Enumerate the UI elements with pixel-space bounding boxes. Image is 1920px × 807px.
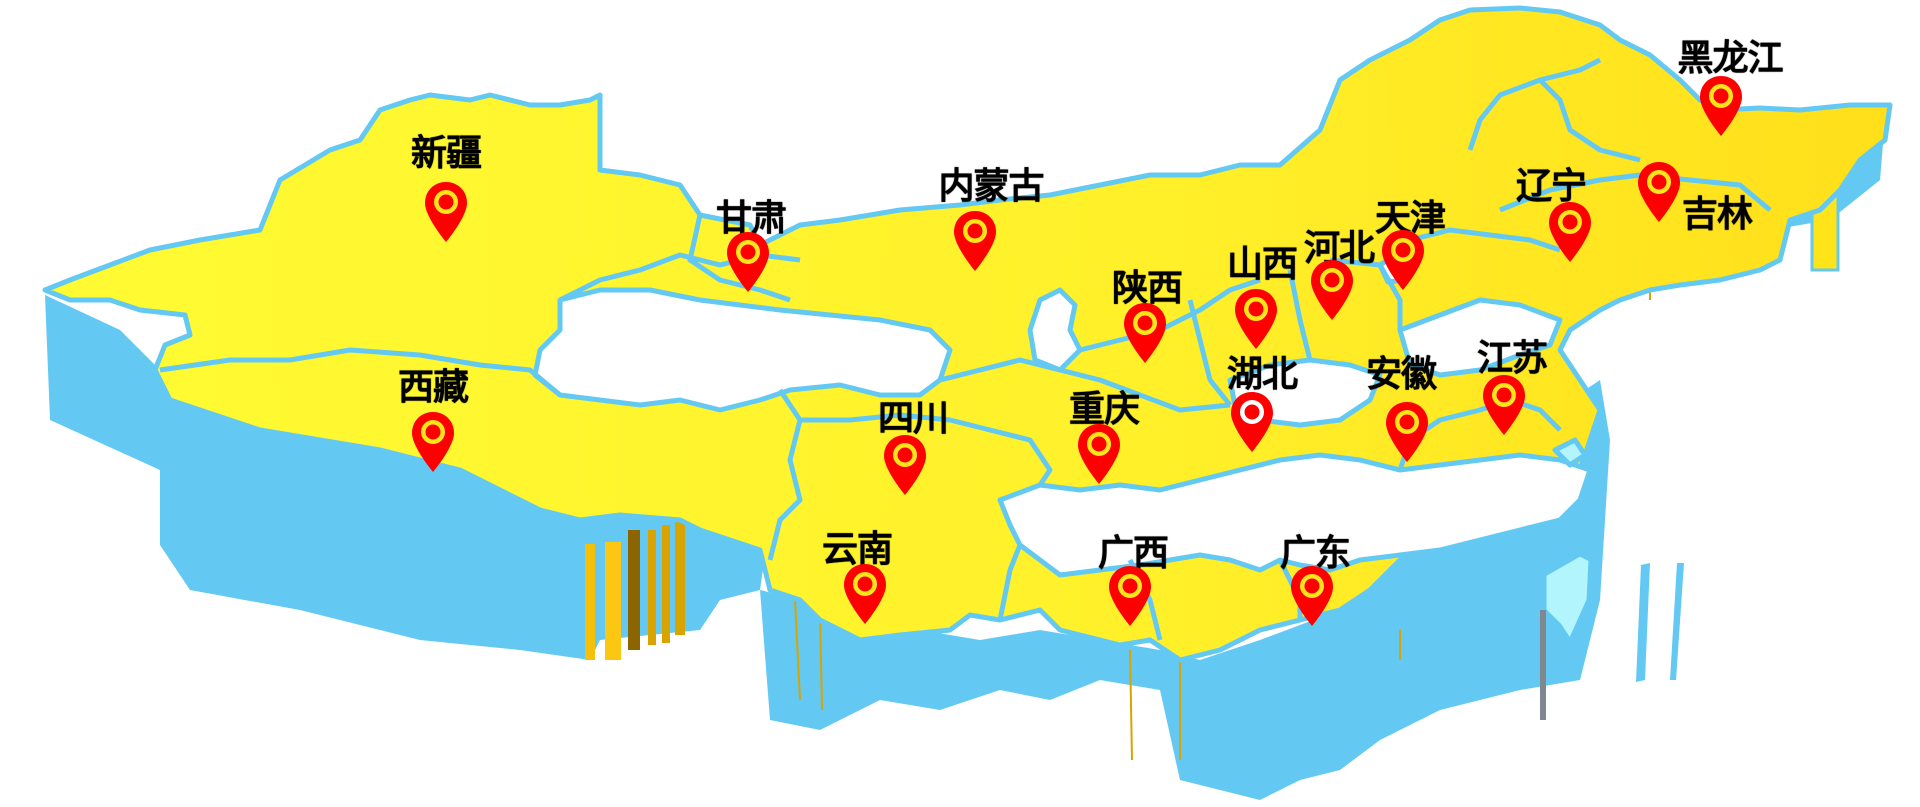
- province-label: 广西: [1097, 533, 1169, 574]
- extrusion-walls: [45, 110, 1885, 800]
- map-pin-icon[interactable]: [424, 181, 468, 243]
- wall-south: [760, 480, 1600, 800]
- map-pin-icon[interactable]: [1108, 565, 1152, 627]
- map-pin-icon[interactable]: [1385, 401, 1429, 463]
- region-south-central: [997, 452, 1593, 578]
- map-pin-icon[interactable]: [1637, 161, 1681, 223]
- map-pin-icon[interactable]: [411, 411, 455, 473]
- province-label: 四川: [877, 398, 949, 439]
- region-shanghai: [1552, 437, 1588, 468]
- map-pin-icon[interactable]: [1482, 374, 1526, 436]
- map-pin-icon[interactable]: [1548, 201, 1592, 263]
- province-label: 湖北: [1226, 354, 1298, 395]
- map-pin-icon[interactable]: [1230, 391, 1274, 453]
- province-label: 内蒙古: [938, 166, 1044, 207]
- province-label: 江苏: [1476, 338, 1548, 379]
- province-label: 云南: [821, 529, 893, 570]
- province-label: 西藏: [397, 367, 469, 408]
- map-pin-icon[interactable]: [1699, 75, 1743, 137]
- province-label: 陕西: [1111, 268, 1183, 309]
- wall-stripes-tibet: [585, 520, 685, 660]
- map-pin-icon[interactable]: [843, 563, 887, 625]
- map-pin-icon[interactable]: [1310, 259, 1354, 321]
- province-label: 天津: [1374, 198, 1446, 239]
- province-label: 重庆: [1068, 389, 1140, 430]
- taiwan-wall-shadow: [1540, 610, 1546, 720]
- map-top-surface: [42, 5, 1893, 663]
- map-pin-icon[interactable]: [726, 231, 770, 293]
- province-label: 甘肃: [715, 198, 787, 239]
- province-label: 新疆: [410, 133, 482, 174]
- map-pin-icon[interactable]: [1381, 229, 1425, 291]
- map-pin-icon[interactable]: [1077, 423, 1121, 485]
- province-label: 辽宁: [1515, 166, 1587, 207]
- island-strip-2: [1670, 563, 1684, 680]
- region-ningxia: [1027, 287, 1083, 373]
- province-label: 安徽: [1365, 354, 1437, 395]
- map-pin-icon[interactable]: [1290, 565, 1334, 627]
- island-strip-1: [1636, 563, 1650, 682]
- map-pin-icon[interactable]: [953, 210, 997, 272]
- province-label: 山西: [1226, 244, 1298, 285]
- taiwan: [1543, 553, 1592, 644]
- province-label: 河北: [1303, 228, 1375, 269]
- map-pin-icon[interactable]: [1123, 302, 1167, 364]
- map-pin-icon[interactable]: [1234, 288, 1278, 350]
- province-label: 黑龙江: [1677, 38, 1783, 79]
- province-label: 吉林: [1681, 194, 1753, 235]
- region-shandong: [1397, 297, 1563, 378]
- province-label: 广东: [1279, 533, 1351, 574]
- map-pin-icon[interactable]: [883, 434, 927, 496]
